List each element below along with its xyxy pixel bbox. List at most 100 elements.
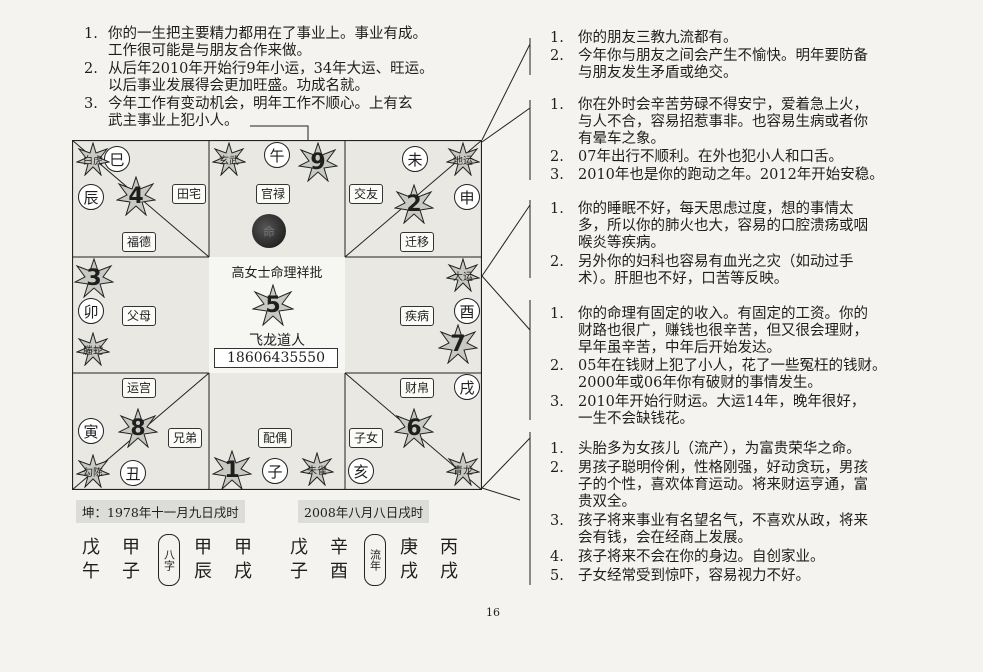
note-line: 多，所以你的肺火也大，容易的口腔溃疡或咽 [578, 218, 868, 234]
star-qinglong: 青龙 [446, 452, 480, 486]
pillar-branch: 戌 [234, 561, 252, 582]
starburst-icon [446, 142, 480, 176]
star-tengshe: 螣蛇 [76, 332, 110, 366]
branch-chen: 辰 [78, 184, 104, 210]
star-zhuque: 朱雀 [300, 452, 334, 486]
year-date-label: 2008年八月八日戌时 [298, 500, 430, 523]
starburst-icon [394, 184, 434, 224]
palace-label-tianzhai: 田宅 [172, 184, 207, 204]
note-number: 1. [84, 26, 98, 42]
starburst-icon [300, 452, 334, 486]
starburst-icon [76, 454, 110, 488]
palace-number-1: 1 [212, 450, 252, 490]
pillar-branch: 酉 [330, 561, 348, 582]
note-line: 财路也很广，赚钱也很辛苦，但又很会理财， [578, 323, 868, 339]
note-number: 1. [550, 201, 564, 217]
star-baihu: 白虎 [76, 142, 110, 176]
pillar-stem: 庚 [400, 537, 418, 558]
palace-label-xiongdi: 兄弟 [168, 428, 203, 448]
starburst-icon [118, 408, 158, 448]
starburst-icon [252, 284, 294, 326]
note-line: 工作很可能是与朋友合作来做。 [108, 43, 311, 59]
note-number: 4. [550, 549, 564, 565]
palace-number-8: 8 [118, 408, 158, 448]
note-line: 术）。肝胆也不好，口苦等反映。 [578, 271, 789, 287]
pillar-branch: 戌 [400, 561, 418, 582]
starburst-icon [116, 176, 156, 216]
palace-label-guanlu: 官禄 [256, 184, 291, 204]
pillar-branch: 子 [122, 561, 140, 582]
palace-label-yungong: 运宫 [122, 378, 157, 398]
note-line: 头胎多为女孩儿（流产），为富贵荣华之命。 [578, 441, 861, 457]
palace-number-9: 9 [298, 142, 338, 182]
note-number: 2. [84, 61, 98, 77]
phone-number: 18606435550 [214, 348, 338, 368]
note-line: 以后事业发展得会更加旺盛。功成名就。 [108, 78, 369, 94]
branch-zi: 子 [262, 458, 288, 484]
note-number: 2. [550, 460, 564, 476]
pillar-branch: 辰 [194, 561, 212, 582]
note-line: 贵双全。 [578, 494, 636, 510]
palace-label-zinv: 子女 [349, 428, 384, 448]
liunian-label: 流年 [364, 534, 386, 586]
note-line: 喉炎等疾病。 [578, 235, 665, 251]
note-line: 子的个性，喜欢体育运动。将来财运亨通，富 [578, 477, 868, 493]
palace-number-5: 5 [252, 284, 294, 326]
note-line: 你的朋友三教九流都有。 [578, 30, 738, 46]
note-number: 3. [550, 394, 564, 410]
note-line: 一生不会缺钱花。 [578, 411, 694, 427]
branch-mao: 卯 [78, 298, 104, 324]
palace-label-caibo: 财帛 [400, 378, 435, 398]
note-line: 今年工作有变动机会，明年工作不顺心。上有玄 [108, 96, 413, 112]
note-line: 你在外时会辛苦劳碌不得安宁，爱着急上火， [578, 97, 868, 113]
note-line: 有晕车之象。 [578, 131, 665, 147]
destiny-chart: 田宅 福德 官禄 交友 迁移 父母 疾病 运宫 财帛 兄弟 配偶 子女 巳 午 … [72, 140, 482, 490]
note-number: 3. [550, 167, 564, 183]
note-line: 你的睡眠不好，每天思虑过度，想的事情太 [578, 201, 854, 217]
starburst-icon [212, 450, 252, 490]
note-line: 武主事业上犯小人。 [108, 113, 239, 129]
branch-shen: 申 [454, 184, 480, 210]
note-number: 2. [550, 149, 564, 165]
starburst-icon [394, 408, 434, 448]
pillar-branch: 午 [82, 561, 100, 582]
palace-label-jiaoyou: 交友 [349, 184, 384, 204]
note-line: 你的一生把主要精力都用在了事业上。事业有成。 [108, 26, 427, 42]
branch-xu: 戌 [454, 374, 480, 400]
pillar-branch: 子 [290, 561, 308, 582]
note-line: 05年在钱财上犯了小人，花了一些冤枉的钱财。 [578, 358, 887, 374]
branch-chou: 丑 [120, 460, 146, 486]
star-diyun: 地运 [446, 142, 480, 176]
pillar-stem: 戊 [82, 537, 100, 558]
note-number: 2. [550, 48, 564, 64]
star-dayun: 大运 [446, 258, 480, 292]
note-line: 2010年也是你的跑动之年。2012年开始安稳。 [578, 167, 884, 183]
note-number: 2. [550, 254, 564, 270]
starburst-icon [438, 324, 478, 364]
pillar-stem: 丙 [440, 537, 458, 558]
palace-number-2: 2 [394, 184, 434, 224]
note-line: 与朋友发生矛盾或绝交。 [578, 65, 738, 81]
palace-number-6: 6 [394, 408, 434, 448]
pillar-stem: 甲 [122, 537, 140, 558]
note-line: 2000年或06年你有破财的事情发生。 [578, 375, 822, 391]
note-number: 3. [84, 96, 98, 112]
note-line: 你的命理有固定的收入。有固定的工资。你的 [578, 306, 868, 322]
branch-you: 酉 [454, 298, 480, 324]
palace-number-3: 3 [74, 258, 114, 298]
branch-hai: 亥 [348, 458, 374, 484]
palace-label-qianyi: 迁移 [400, 232, 435, 252]
note-number: 1. [550, 441, 564, 457]
branch-wu: 午 [264, 142, 290, 168]
palace-label-fumu: 父母 [122, 306, 157, 326]
pillar-stem: 甲 [234, 537, 252, 558]
note-line: 男孩子聪明伶俐，性格刚强，好动贪玩，男孩 [578, 460, 868, 476]
note-number: 1. [550, 306, 564, 322]
note-line: 孩子将来不会在你的身边。自创家业。 [578, 549, 825, 565]
starburst-icon [74, 258, 114, 298]
star-xuanwu: 玄武 [212, 142, 246, 176]
note-line: 07年出行不顺利。在外也犯小人和口舌。 [578, 149, 843, 165]
palace-label-peiou: 配偶 [258, 428, 293, 448]
bazi-label: 八字 [158, 534, 180, 586]
